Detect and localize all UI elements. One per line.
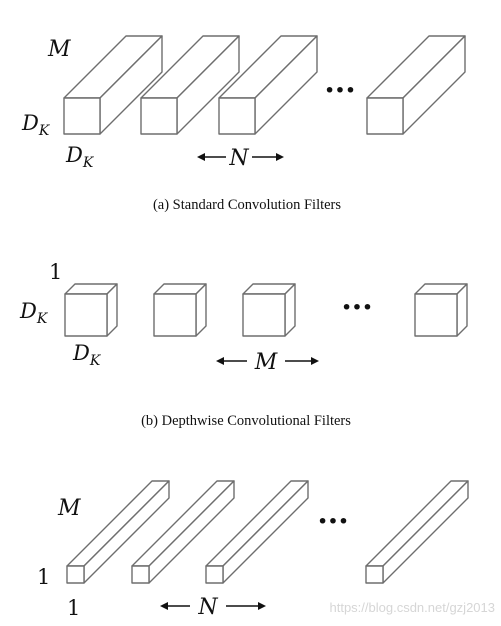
- count-arrow: [160, 602, 266, 610]
- ellipsis: ···: [317, 504, 348, 539]
- ellipsis: ···: [341, 290, 372, 325]
- count-label: M: [254, 350, 278, 375]
- filter-stick: [131, 480, 235, 584]
- caption: (a) Standard Convolution Filters: [153, 197, 341, 213]
- width-label: DK: [72, 341, 102, 369]
- panel-pointwise-convolution: M 1 1 ··· N: [37, 480, 469, 620]
- filter-box: [218, 35, 318, 135]
- count-label: N: [228, 146, 249, 171]
- filter-cube: [414, 283, 468, 337]
- width-label: DK: [65, 143, 95, 171]
- width-label: 1: [67, 596, 80, 620]
- watermark: https://blog.csdn.net/gzj2013: [329, 600, 495, 615]
- filter-cube: [64, 283, 118, 337]
- height-label: DK: [21, 111, 51, 139]
- filter-cube: [153, 283, 207, 337]
- filter-cube: [242, 283, 296, 337]
- depth-label: 1: [49, 260, 62, 284]
- caption: (b) Depthwise Convolutional Filters: [141, 413, 351, 429]
- panel-standard-convolution: M DK DK ··· N (a) Standard Convolution F…: [21, 35, 466, 213]
- count-arrow: [197, 153, 284, 161]
- filter-stick: [66, 480, 170, 584]
- ellipsis: ···: [324, 73, 355, 108]
- height-label: 1: [37, 565, 50, 589]
- count-arrow: [216, 357, 319, 365]
- panel-depthwise-convolution: 1 DK DK ··· M (b) Depthwise Convolutiona…: [19, 260, 468, 429]
- height-label: DK: [19, 299, 49, 327]
- filter-box: [140, 35, 240, 135]
- depth-label: M: [57, 496, 81, 521]
- count-label: N: [197, 595, 218, 620]
- filter-box: [366, 35, 466, 135]
- filter-box: [63, 35, 163, 135]
- filter-stick: [365, 480, 469, 584]
- filter-stick: [205, 480, 309, 584]
- depth-label: M: [47, 37, 71, 62]
